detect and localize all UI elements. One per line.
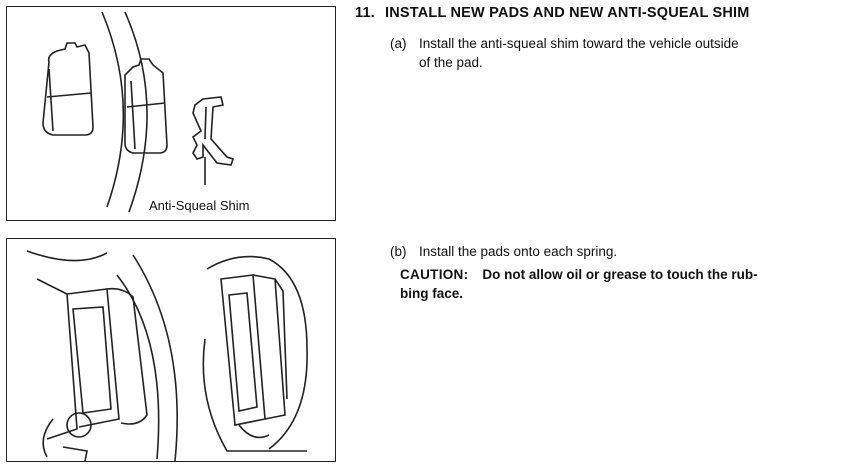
substep-a-line2: of the pad. (419, 55, 483, 70)
caution-line2: bing face. (400, 286, 464, 301)
substep-a-letter: (a) (390, 36, 407, 51)
substep-b: (b) Install the pads onto each spring. (390, 242, 850, 261)
substep-a-line1: Install the anti-squeal shim toward the … (419, 36, 739, 51)
step-heading: 11. INSTALL NEW PADS AND NEW ANTI-SQUEAL … (355, 5, 750, 21)
pads-installed-illustration (26, 250, 308, 462)
figure-pads-and-shim: Anti-Squeal Shim (6, 6, 336, 221)
caution-line1: Do not allow oil or grease to touch the … (482, 267, 758, 282)
substep-b-text: Install the pads onto each spring. (419, 244, 618, 259)
substep-b-letter: (b) (390, 244, 407, 259)
anti-squeal-shim-label: Anti-Squeal Shim (149, 198, 250, 213)
pads-shim-illustration (42, 11, 235, 213)
figure-pads-installed (6, 238, 336, 462)
caution-label: CAUTION: (400, 267, 469, 282)
step-title: INSTALL NEW PADS AND NEW ANTI-SQUEAL SHI… (385, 5, 750, 21)
substep-a: (a) Install the anti-squeal shim toward t… (390, 34, 850, 72)
step-number: 11. (355, 5, 375, 21)
caution-note: CAUTION: Do not allow oil or grease to to… (400, 265, 850, 303)
